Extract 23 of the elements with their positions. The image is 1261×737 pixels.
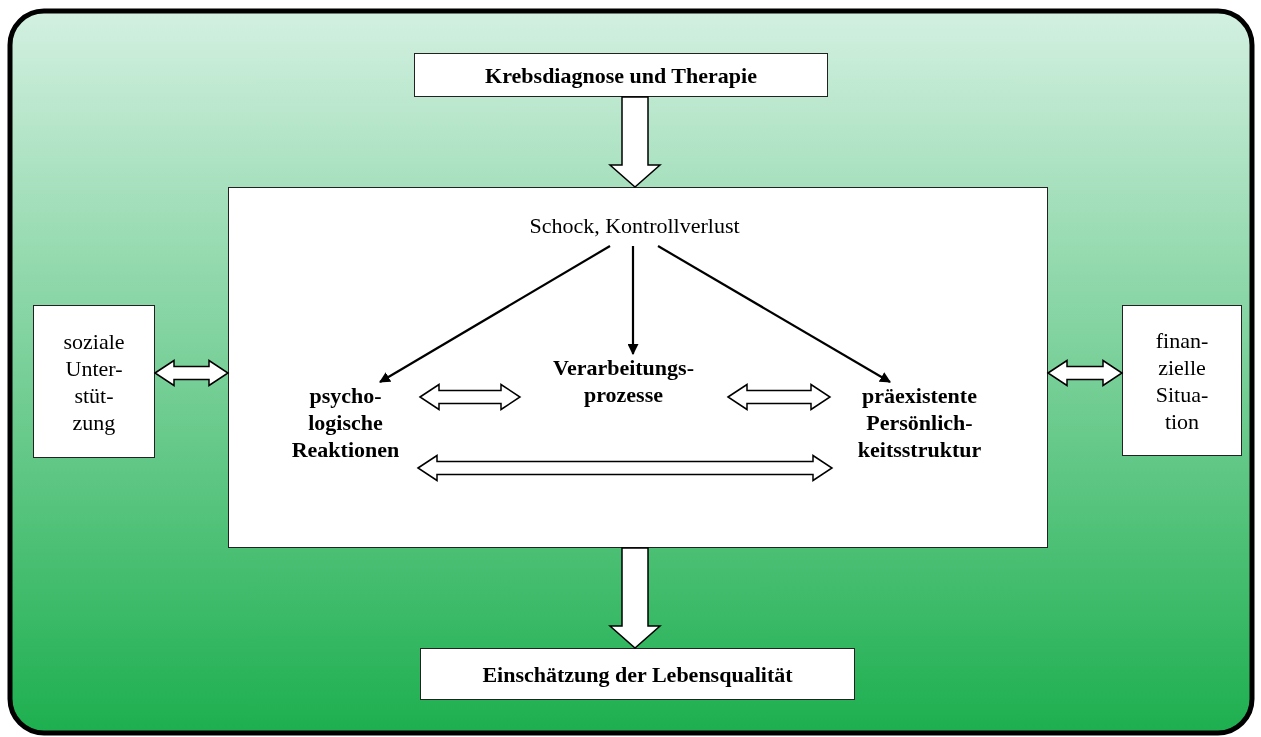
process-box (414, 53, 828, 97)
double-block-arrow (726, 383, 832, 411)
process-box (420, 648, 855, 700)
frame-box (228, 187, 1048, 548)
node-label: präexistente Persönlich- keitsstruktur (833, 381, 1006, 466)
box-label: Einschätzung der Lebensqualität (482, 660, 793, 688)
block-arrow (608, 96, 662, 188)
box-label: soziale Unter- stüt- zung (62, 327, 126, 436)
box-label: finan- zielle Situa- tion (1154, 326, 1210, 435)
double-block-arrow (1046, 359, 1124, 387)
block-arrow (608, 547, 662, 649)
process-box (1122, 305, 1242, 456)
node-label: psycho- logische Reaktionen (275, 381, 416, 466)
node-label: Schock, Kontrollverlust (499, 211, 770, 246)
double-block-arrow (153, 359, 230, 387)
process-box (33, 305, 155, 458)
double-block-arrow (416, 454, 834, 482)
box-label: Krebsdiagnose und Therapie (485, 61, 757, 89)
arrow (627, 246, 639, 356)
node-label: Verarbeitungs- prozesse (523, 353, 724, 412)
double-block-arrow (418, 383, 522, 411)
arrow (657, 245, 891, 383)
arrow (379, 245, 611, 383)
